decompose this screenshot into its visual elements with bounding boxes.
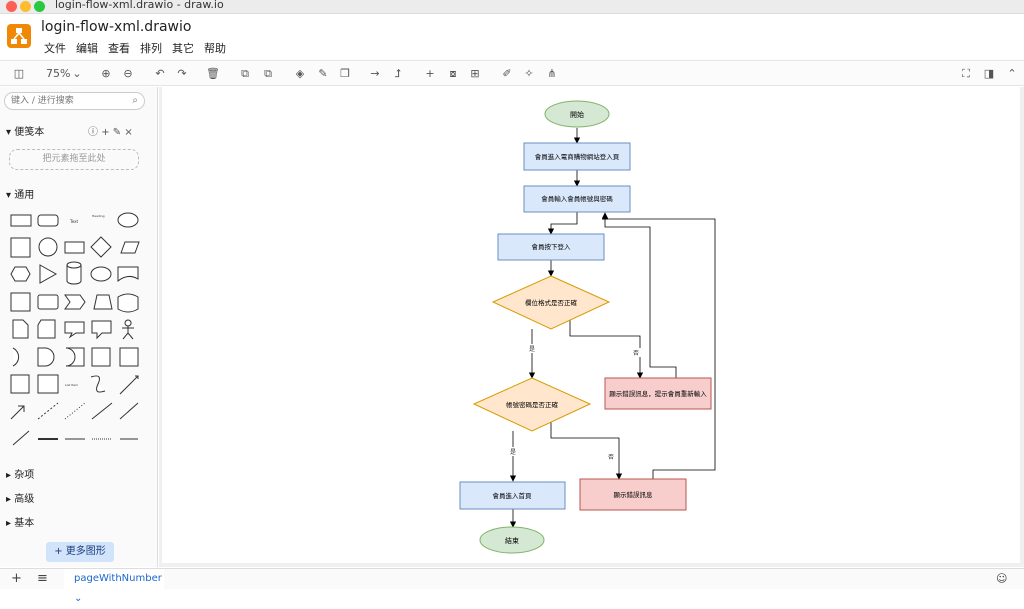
- to-front-icon[interactable]: ⧉: [241, 67, 249, 80]
- close-icon[interactable]: ×: [124, 127, 133, 138]
- fill-color-icon[interactable]: ◈: [295, 67, 305, 80]
- menu-file[interactable]: 文件: [44, 42, 66, 55]
- advanced-header[interactable]: ▸ 高级: [6, 494, 35, 505]
- scratchpad-label: 便笺本: [14, 127, 45, 138]
- menu-extras[interactable]: 其它: [172, 42, 194, 55]
- step-enter-login-page-label: 會員進入電商購物網站登入頁: [535, 152, 620, 161]
- collapse-toolbar-icon[interactable]: ⌃: [1007, 67, 1017, 80]
- error-box[interactable]: [579, 478, 687, 511]
- diagram-page[interactable]: 開始 會員進入電商購物網站登入頁 會員輸入會員帳號與密碼 會員按下登入 欄位格式…: [162, 87, 1020, 563]
- help-icon[interactable]: ⓘ: [88, 127, 98, 138]
- basic-label: 基本: [14, 518, 35, 529]
- fullscreen-icon[interactable]: ⛶: [962, 67, 970, 80]
- to-back-icon[interactable]: ⧉: [264, 67, 272, 80]
- redo-icon[interactable]: ↷: [177, 67, 187, 80]
- pages-menu-icon[interactable]: ≡: [37, 571, 48, 586]
- menu-bar: 文件 编辑 查看 排列 其它 帮助: [44, 40, 226, 56]
- insert-icon[interactable]: +: [425, 67, 435, 80]
- step-input-credentials-label: 會員輸入會員帳號與密碼: [541, 194, 613, 203]
- freehand-icon[interactable]: ✐: [502, 67, 512, 80]
- window-titlebar: login-flow-xml.drawio - draw.io: [0, 0, 1024, 14]
- menu-help[interactable]: 帮助: [204, 42, 226, 55]
- step-click-login[interactable]: [497, 233, 605, 261]
- shape-text: Text: [69, 219, 79, 224]
- zoom-window-button[interactable]: [34, 1, 45, 12]
- search-icon[interactable]: ⌕: [132, 95, 138, 106]
- general-label: 通用: [14, 190, 35, 201]
- error-retry-box[interactable]: [604, 377, 712, 410]
- decision-credentials[interactable]: [472, 377, 592, 432]
- start-node[interactable]: [544, 100, 610, 128]
- advanced-label: 高级: [14, 494, 35, 505]
- zoom-in-icon[interactable]: ⊕: [101, 67, 111, 80]
- no-label-1: 否: [633, 350, 639, 357]
- window-title: login-flow-xml.drawio - draw.io: [55, 0, 224, 11]
- bottom-bar: + ≡ pageWithNumber ⌄ ☺: [0, 568, 1024, 604]
- step-home-label: 會員進入首頁: [493, 491, 533, 500]
- shadow-icon[interactable]: ❐: [340, 67, 350, 80]
- generate-icon[interactable]: ✧: [524, 67, 534, 80]
- feedback-icon[interactable]: ☺: [996, 572, 1008, 585]
- misc-label: 杂项: [14, 470, 35, 481]
- format-panel-toggle-icon[interactable]: ◫: [13, 67, 25, 80]
- basic-header[interactable]: ▸ 基本: [6, 518, 35, 529]
- connection-icon[interactable]: →: [370, 67, 380, 80]
- menu-arrange[interactable]: 排列: [140, 42, 162, 55]
- shapes-icon[interactable]: ⧇: [449, 67, 457, 80]
- zoom-out-icon[interactable]: ⊖: [123, 67, 133, 80]
- document-title[interactable]: login-flow-xml.drawio: [41, 19, 192, 35]
- step-home[interactable]: [459, 481, 566, 510]
- menu-view[interactable]: 查看: [108, 42, 130, 55]
- menu-edit[interactable]: 编辑: [76, 42, 98, 55]
- app-header: login-flow-xml.drawio 文件 编辑 查看 排列 其它 帮助: [0, 14, 1024, 60]
- delete-icon[interactable]: 🗑: [206, 67, 220, 80]
- error-retry-label: 顯示錯誤訊息，提示會員重新輸入: [609, 389, 707, 398]
- decision-field-format-label: 欄位格式是否正確: [525, 298, 578, 307]
- general-shapes-palette[interactable]: Text Heading List Item: [8, 207, 148, 452]
- waypoints-icon[interactable]: ⮥: [394, 67, 402, 80]
- scratchpad-header[interactable]: ▾ 便笺本: [6, 127, 45, 138]
- general-header[interactable]: ▾ 通用: [6, 190, 35, 201]
- decision-field-format[interactable]: [491, 275, 611, 330]
- scratchpad-actions: ⓘ + ✎ ×: [88, 123, 133, 138]
- drawio-logo-icon: [7, 24, 31, 48]
- search-placeholder: 键入 / 进行搜索: [11, 96, 74, 106]
- shape-search-input[interactable]: 键入 / 进行搜索 ⌕: [4, 92, 145, 110]
- yes-label-1: 是: [529, 346, 535, 353]
- connectors: [509, 128, 716, 528]
- decision-credentials-label: 帳號密碼是否正確: [506, 400, 559, 409]
- scratchpad-dropzone[interactable]: 把元素拖至此处: [9, 149, 139, 170]
- more-shapes-button[interactable]: + 更多图形: [46, 542, 114, 562]
- line-color-icon[interactable]: ✎: [318, 67, 328, 80]
- step-click-login-label: 會員按下登入: [532, 242, 572, 251]
- error-label: 顯示錯誤訊息: [614, 490, 654, 499]
- page-tab[interactable]: pageWithNumber ⌄: [64, 569, 164, 604]
- add-icon[interactable]: +: [101, 127, 110, 138]
- step-input-credentials[interactable]: [523, 185, 631, 213]
- shape-list-item: List Item: [65, 383, 78, 387]
- step-enter-login-page[interactable]: [523, 142, 631, 171]
- close-window-button[interactable]: [6, 1, 17, 12]
- zoom-level[interactable]: 75%: [46, 67, 71, 80]
- toolbar: ◫ 75% ⌄ ⊕ ⊖ ↶ ↷ 🗑 ⧉ ⧉ ◈ ✎ ❐ → ⮥ + ⧇ ⊞ ✐ …: [0, 60, 1024, 86]
- shape-heading: Heading: [92, 214, 105, 218]
- add-page-icon[interactable]: +: [11, 571, 22, 586]
- zoom-dropdown-icon[interactable]: ⌄: [72, 67, 82, 80]
- misc-header[interactable]: ▸ 杂项: [6, 470, 35, 481]
- edit-icon[interactable]: ✎: [112, 127, 122, 138]
- no-label-2: 否: [608, 454, 614, 461]
- end-node[interactable]: [479, 526, 545, 554]
- start-label: 開始: [570, 110, 584, 119]
- shapes-sidebar: 键入 / 进行搜索 ⌕ ▾ 便笺本 ⓘ + ✎ × 把元素拖至此处 ▾ 通用: [0, 87, 158, 567]
- minimize-window-button[interactable]: [20, 1, 31, 12]
- table-icon[interactable]: ⊞: [470, 67, 480, 80]
- plugins-icon[interactable]: ⋔: [547, 67, 557, 80]
- format-panel-icon[interactable]: ◨: [983, 67, 995, 80]
- yes-label-2: 是: [510, 449, 516, 456]
- end-label: 結束: [505, 536, 519, 545]
- undo-icon[interactable]: ↶: [155, 67, 165, 80]
